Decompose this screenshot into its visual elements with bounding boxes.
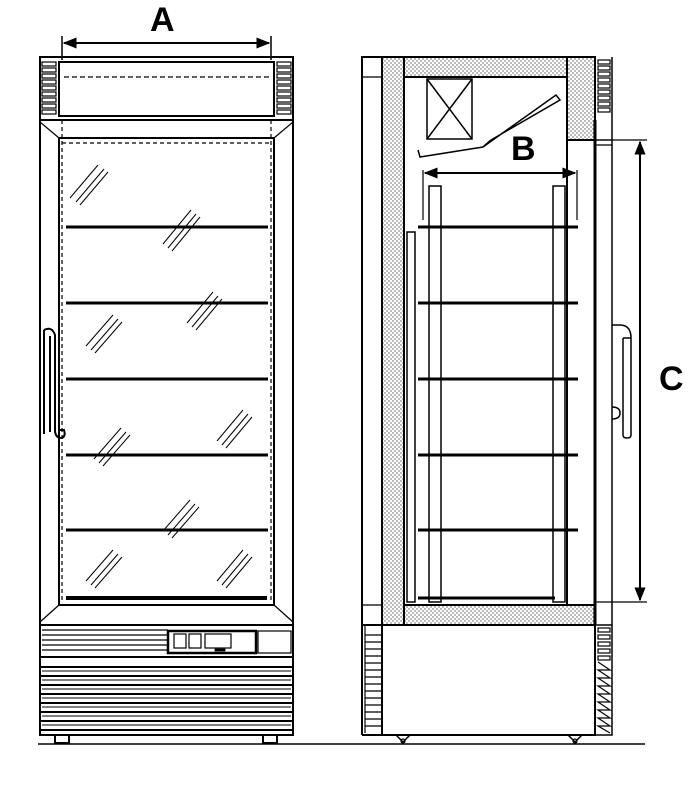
front-canopy bbox=[39, 56, 294, 121]
front-foot-right bbox=[262, 734, 278, 744]
side-door bbox=[593, 57, 613, 625]
side-door-handle bbox=[611, 324, 632, 439]
front-shelves bbox=[66, 225, 268, 532]
front-foot-left bbox=[54, 734, 70, 744]
kick-grille bbox=[39, 656, 294, 736]
insulation bbox=[381, 56, 596, 626]
side-base bbox=[361, 624, 613, 744]
control-panel bbox=[39, 624, 294, 658]
front-door-handle bbox=[43, 327, 66, 440]
dimension-label-a: A bbox=[150, 1, 175, 39]
front-view bbox=[39, 36, 294, 744]
dimension-b-arrow bbox=[422, 167, 578, 220]
dimension-c-arrow bbox=[595, 139, 647, 603]
evaporator bbox=[417, 78, 562, 158]
shelf-uprights bbox=[406, 185, 566, 603]
dimension-label-c: C bbox=[659, 360, 684, 398]
dimension-label-b: B bbox=[511, 130, 536, 168]
front-cabinet bbox=[39, 119, 294, 626]
glass-door bbox=[58, 120, 275, 606]
side-view bbox=[361, 56, 647, 744]
side-shelves bbox=[418, 225, 578, 600]
glass-reflections bbox=[69, 164, 253, 589]
